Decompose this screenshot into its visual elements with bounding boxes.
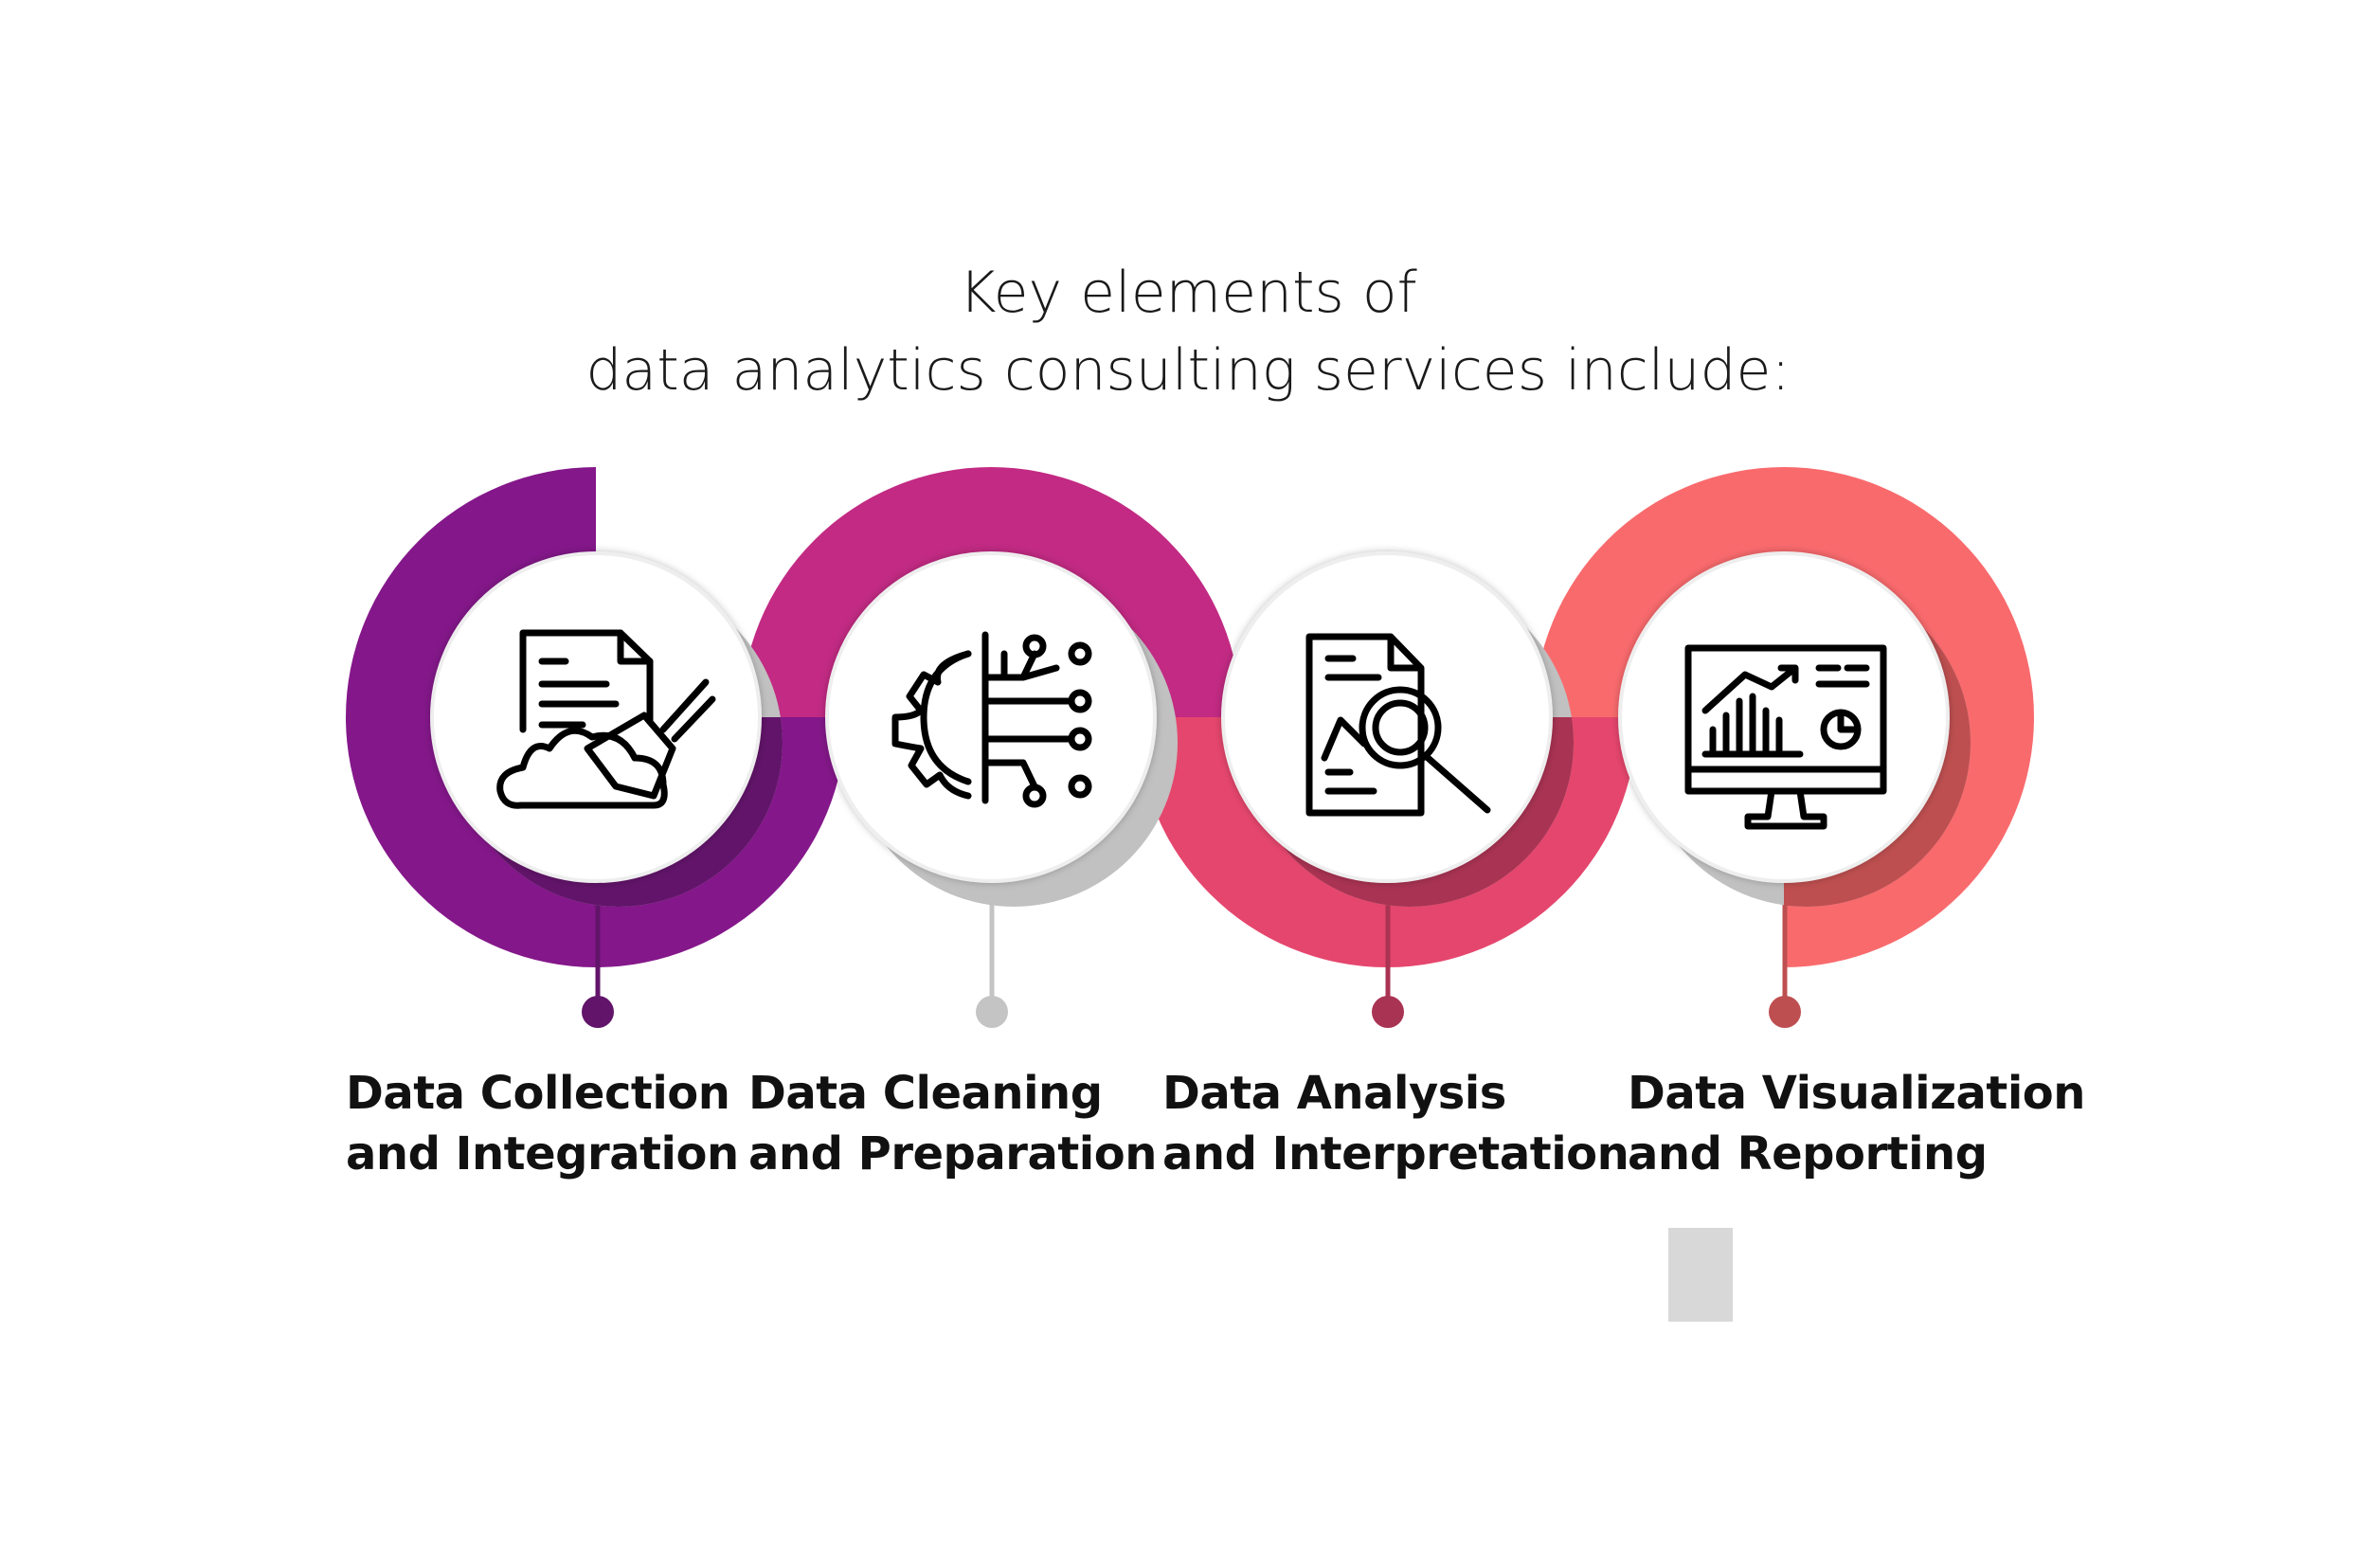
step-label-3-line-1: Data Analysis: [1162, 1067, 1506, 1120]
step-label-4: Data Visualization and Reporting: [1628, 1063, 2085, 1184]
title-line-2: data analytics consulting services inclu…: [585, 337, 1791, 404]
icon-circle-2: [825, 551, 1157, 883]
step-label-3: Data Analysis and Interpretation: [1162, 1063, 1629, 1184]
document-magnifier-icon: [1305, 633, 1491, 817]
step-label-1: Data Collection and Integration: [346, 1063, 739, 1184]
document-broom-cloud-icon: [496, 629, 716, 809]
gray-placeholder-block: [1668, 1228, 1733, 1322]
step-label-2-line-2: and Preparation: [748, 1127, 1157, 1181]
icon-circle-4: [1618, 551, 1950, 883]
step-label-3-line-2: and Interpretation: [1162, 1127, 1629, 1181]
icon-circle-1: [430, 551, 762, 883]
title-line-1: Key elements of: [959, 260, 1417, 326]
step-label-4-line-1: Data Visualization: [1628, 1067, 2085, 1120]
monitor-chart-icon: [1684, 644, 1887, 830]
icon-circle-3: [1221, 551, 1553, 883]
step-label-4-line-2: and Reporting: [1628, 1127, 1988, 1181]
step-label-2-line-1: Data Cleaning: [748, 1067, 1103, 1120]
page-title: Key elements of data analytics consultin…: [0, 254, 2376, 409]
step-label-1-line-1: Data Collection: [346, 1067, 730, 1120]
gear-circuit-icon: [891, 631, 1092, 808]
step-label-2: Data Cleaning and Preparation: [748, 1063, 1157, 1184]
step-label-1-line-2: and Integration: [346, 1127, 739, 1181]
